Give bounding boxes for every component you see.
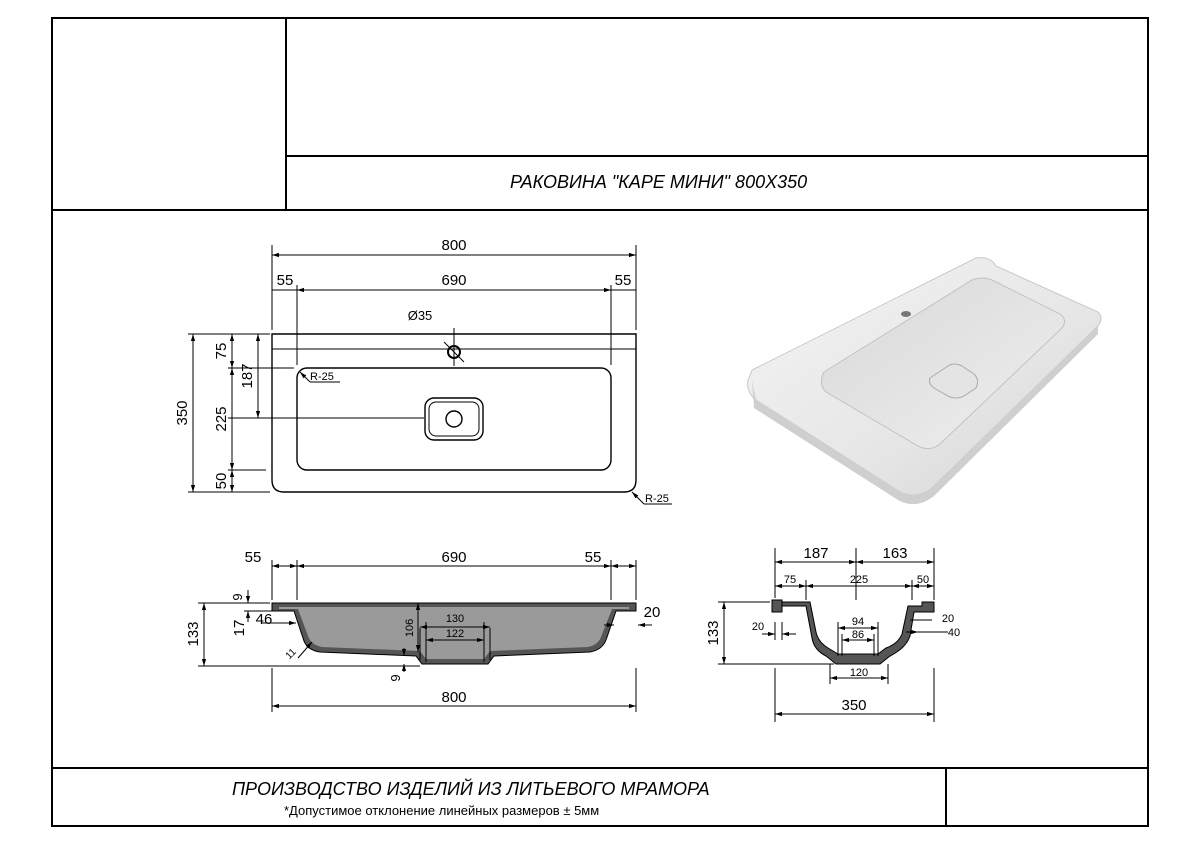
front-dim-rim: 9 [230, 593, 245, 600]
dim-hole-diameter: Ø35 [408, 308, 433, 323]
side-dim-drain-inner: 86 [852, 629, 864, 641]
front-dim-bottom: 9 [388, 674, 403, 681]
front-dim-inner-width: 690 [441, 549, 466, 566]
front-dim-right-wall: 20 [644, 604, 661, 621]
side-dim-height: 133 [705, 620, 722, 645]
dim-overall-width: 800 [441, 237, 466, 254]
front-section: 55 690 55 800 133 9 17 46 11 9 106 130 1… [185, 549, 660, 712]
front-dim-overall-width: 800 [441, 689, 466, 706]
front-dim-side-drop: 17 [231, 620, 248, 637]
side-dim-overall-depth: 350 [841, 697, 866, 714]
dim-inner-width: 690 [441, 272, 466, 289]
front-dim-side-inset: 46 [256, 611, 273, 628]
side-dim-right-wall: 20 [942, 613, 954, 625]
side-dim-left-wall: 20 [752, 621, 764, 633]
side-dim-back-part: 187 [803, 545, 828, 562]
side-dim-front-part: 163 [882, 545, 907, 562]
front-dim-wall: 11 [284, 646, 299, 661]
tolerance-note: *Допустимое отклонение линейных размеров… [284, 803, 600, 818]
manufacturer-title: ПРОИЗВОДСТВО ИЗДЕЛИЙ ИЗ ЛИТЬЕВОГО МРАМОР… [232, 779, 710, 799]
front-dim-right-margin: 55 [585, 549, 602, 566]
side-dim-bowl: 225 [850, 574, 868, 586]
side-dim-right-inset: 40 [948, 627, 960, 639]
side-dim-back-rim: 75 [784, 574, 796, 586]
front-dim-left-margin: 55 [245, 549, 262, 566]
dim-outer-radius: R-25 [645, 493, 669, 505]
side-dim-front-rim: 50 [917, 574, 929, 586]
front-dim-drain-inner: 122 [446, 628, 464, 640]
dim-left-margin: 55 [277, 272, 294, 289]
front-dim-drain-outer: 130 [446, 613, 464, 625]
sink-3d-render [747, 257, 1102, 505]
dim-front-offset: 50 [213, 473, 230, 490]
side-dim-drain-outer: 94 [852, 616, 864, 628]
dim-overall-depth: 350 [174, 400, 191, 425]
title-block-frame [51, 17, 1149, 827]
front-dim-height: 133 [185, 621, 202, 646]
side-section: 187 163 75 225 50 133 20 20 40 94 86 120… [705, 545, 960, 722]
dim-back-offset: 75 [213, 343, 230, 360]
top-view: 800 690 55 55 Ø35 350 75 225 50 187 [174, 237, 672, 505]
product-title: РАКОВИНА "КАРЕ МИНИ" 800X350 [510, 172, 808, 192]
dim-drain-offset: 187 [239, 363, 256, 388]
side-dim-drain-bottom: 120 [850, 667, 868, 679]
dim-inner-radius: R-25 [310, 371, 334, 383]
dim-right-margin: 55 [615, 272, 632, 289]
front-dim-inner-height: 106 [404, 619, 416, 637]
dim-bowl-depth: 225 [213, 406, 230, 431]
